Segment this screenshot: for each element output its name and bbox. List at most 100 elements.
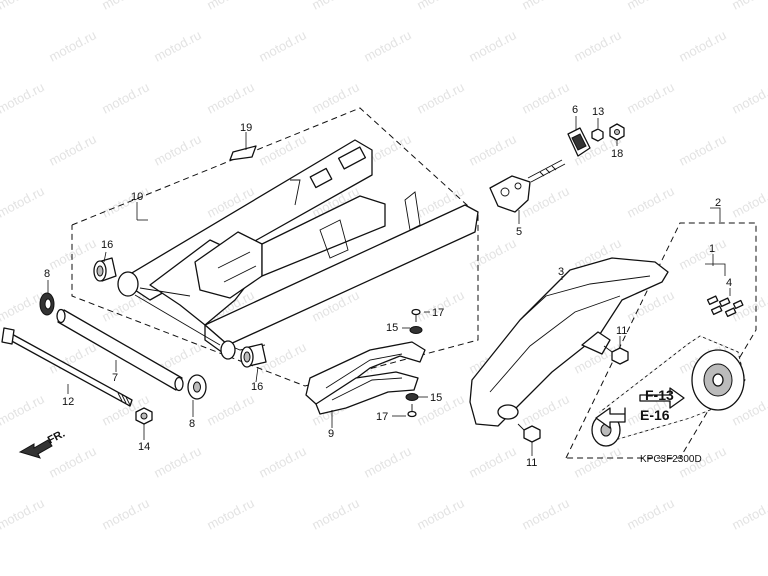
watermark-text: motod.ru xyxy=(519,0,571,13)
watermark-text: motod.ru xyxy=(46,235,98,272)
watermark-text: motod.ru xyxy=(519,79,571,116)
label-part-14: 14 xyxy=(138,441,150,453)
part-7-pivot-collar xyxy=(56,308,184,392)
label-part-17-upper: 17 xyxy=(432,307,444,319)
swingarm xyxy=(117,139,479,359)
watermark-text: motod.ru xyxy=(0,0,47,13)
watermark-text: motod.ru xyxy=(204,495,256,532)
label-part-11-lower: 11 xyxy=(526,457,537,469)
label-part-8-left: 8 xyxy=(44,268,50,280)
label-part-7: 7 xyxy=(112,372,118,384)
rear-sprocket xyxy=(691,349,745,411)
part-14-nut xyxy=(135,407,153,425)
part-11-bolt-lower xyxy=(517,423,541,443)
label-part-16-left: 16 xyxy=(101,239,113,251)
watermark-text: motod.ru xyxy=(309,495,361,532)
watermark-text: motod.ru xyxy=(624,79,676,116)
part-1-drive-chain xyxy=(599,335,746,441)
watermark-text: motod.ru xyxy=(151,27,203,64)
label-part-9: 9 xyxy=(328,428,334,440)
part-8-washer-right xyxy=(187,374,207,400)
watermark-text: motod.ru xyxy=(729,0,768,13)
watermark-text: motod.ru xyxy=(309,79,361,116)
watermark-text: motod.ru xyxy=(676,27,728,64)
swingarm-group-outline xyxy=(71,107,479,387)
part-15-collar-upper xyxy=(409,326,423,334)
part-18-locknut xyxy=(609,123,625,141)
watermark-text: motod.ru xyxy=(151,443,203,480)
part-5-adjuster-plate xyxy=(489,159,566,213)
watermark-text: motod.ru xyxy=(361,27,413,64)
label-part-11-upper: 11 xyxy=(616,325,627,337)
label-part-6: 6 xyxy=(572,104,578,116)
label-part-4: 4 xyxy=(726,277,732,289)
watermark-text: motod.ru xyxy=(571,443,623,480)
watermark-text: motod.ru xyxy=(151,131,203,168)
ref-f13-label: F-13 xyxy=(645,387,674,403)
part-labels: 10 19 16 16 8 7 12 8 14 9 17 15 15 17 5 … xyxy=(44,104,732,469)
label-part-5: 5 xyxy=(516,226,522,238)
watermark-text: motod.ru xyxy=(729,79,768,116)
watermark-text: motod.ru xyxy=(46,131,98,168)
watermark-text: motod.ru xyxy=(46,443,98,480)
label-part-1: 1 xyxy=(709,243,715,255)
watermark-text: motod.ru xyxy=(99,495,151,532)
part-16-bushing-inner xyxy=(220,340,236,360)
watermark-text: motod.ru xyxy=(204,0,256,13)
watermark-text: motod.ru xyxy=(729,183,768,220)
watermark-text: motod.ru xyxy=(414,79,466,116)
watermark-text: motod.ru xyxy=(204,79,256,116)
watermark-text: motod.ru xyxy=(0,79,47,116)
watermark-text: motod.ru xyxy=(0,495,47,532)
label-part-19: 19 xyxy=(240,122,252,134)
part-4-master-link xyxy=(706,295,744,318)
direction-label: FR. xyxy=(46,428,67,447)
watermark-text: motod.ru xyxy=(466,27,518,64)
part-9-chain-slider xyxy=(305,341,426,415)
watermark-text: motod.ru xyxy=(466,131,518,168)
ref-arrow-e16: E-16 xyxy=(595,407,670,429)
label-part-17-lower: 17 xyxy=(376,411,388,423)
watermark-text: motod.ru xyxy=(676,131,728,168)
ref-arrow-f13: F-13 xyxy=(639,387,685,409)
direction-arrow-front: FR. xyxy=(18,428,67,459)
label-part-8-right: 8 xyxy=(189,418,195,430)
part-16-bushing-right xyxy=(240,343,267,368)
label-part-18: 18 xyxy=(611,148,623,160)
watermark-text: motod.ru xyxy=(519,495,571,532)
label-part-12: 12 xyxy=(62,396,74,408)
watermark-text: motod.ru xyxy=(256,27,308,64)
part-17-screw-upper xyxy=(411,308,421,322)
part-8-seal-left xyxy=(39,292,55,316)
watermark-text: motod.ru xyxy=(414,287,466,324)
part-3-chain-case xyxy=(469,257,669,427)
watermark-text: motod.ru xyxy=(361,443,413,480)
watermark-text: motod.ru xyxy=(46,27,98,64)
diagram-code: KPC3F2300D xyxy=(640,454,702,465)
watermark-text: motod.ru xyxy=(0,391,47,428)
label-part-2: 2 xyxy=(715,197,721,209)
watermark-text: motod.ru xyxy=(256,131,308,168)
watermark-text: motod.ru xyxy=(624,183,676,220)
part-12-pivot-bolt xyxy=(1,327,133,407)
watermark-text: motod.ru xyxy=(256,443,308,480)
watermark-text: motod.ru xyxy=(99,183,151,220)
watermark-text: motod.ru xyxy=(309,0,361,13)
watermark-text: motod.ru xyxy=(0,183,47,220)
part-13-nut xyxy=(591,128,604,142)
part-19-label xyxy=(229,145,257,161)
watermark-text: motod.ru xyxy=(99,0,151,13)
watermark-text: motod.ru xyxy=(414,495,466,532)
chain-group-outline xyxy=(565,222,757,459)
watermark-text: motod.ru xyxy=(466,443,518,480)
label-part-15-upper: 15 xyxy=(386,322,398,334)
watermark-text: motod.ru xyxy=(204,391,256,428)
watermark-text: motod.ru xyxy=(466,235,518,272)
watermark-text: motod.ru xyxy=(676,235,728,272)
watermark-text: motod.ru xyxy=(624,495,676,532)
part-16-bushing-left xyxy=(93,257,117,282)
part-2-drive-chain-kit xyxy=(591,295,746,447)
label-part-10: 10 xyxy=(131,191,143,203)
